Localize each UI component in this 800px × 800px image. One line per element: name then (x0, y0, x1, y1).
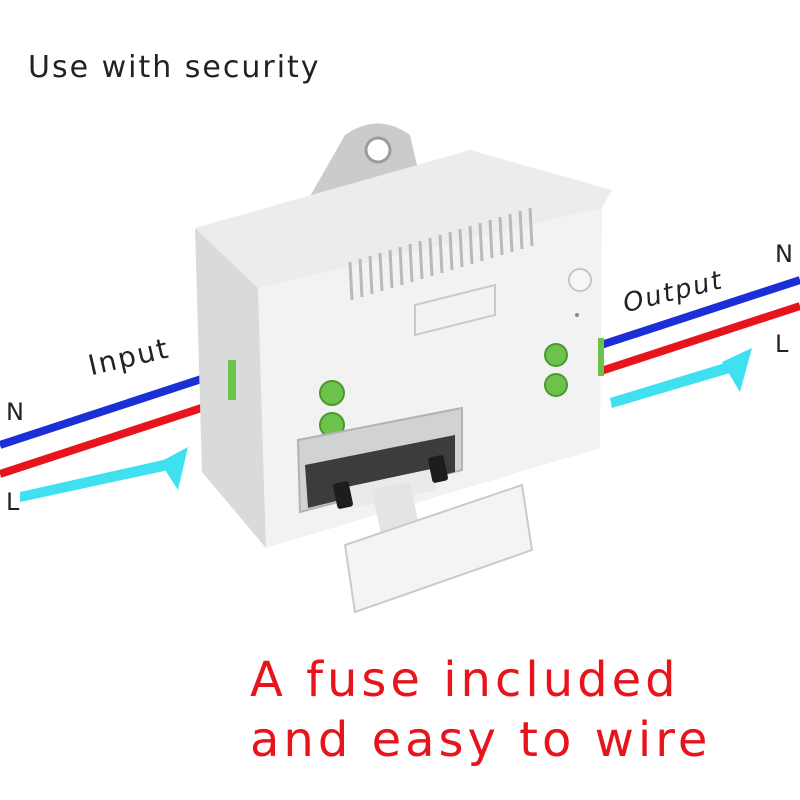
input-neutral-wire (0, 364, 237, 449)
output-terminals (544, 343, 568, 397)
neutral-label-right: N (775, 240, 793, 268)
input-wires (0, 364, 237, 483)
output-wires (596, 276, 800, 381)
live-label-left: L (6, 488, 20, 516)
device-body (195, 123, 612, 614)
led-window (414, 283, 496, 337)
top-caption: Use with security (28, 50, 321, 85)
output-direction-arrow-icon (610, 360, 740, 408)
output-neutral-wire (596, 276, 800, 350)
neutral-label-left: N (6, 398, 24, 426)
input-terminals (319, 380, 345, 438)
pair-button[interactable] (568, 268, 592, 292)
mounting-hole (364, 136, 392, 164)
live-label-right: L (775, 330, 789, 358)
input-live-wire (0, 393, 237, 478)
headline-line-1: A fuse included (250, 652, 680, 708)
headline-line-2: and easy to wire (250, 712, 712, 768)
output-live-wire (596, 302, 800, 376)
input-direction-arrow-icon (20, 458, 178, 502)
fuse-cover[interactable] (343, 483, 534, 614)
